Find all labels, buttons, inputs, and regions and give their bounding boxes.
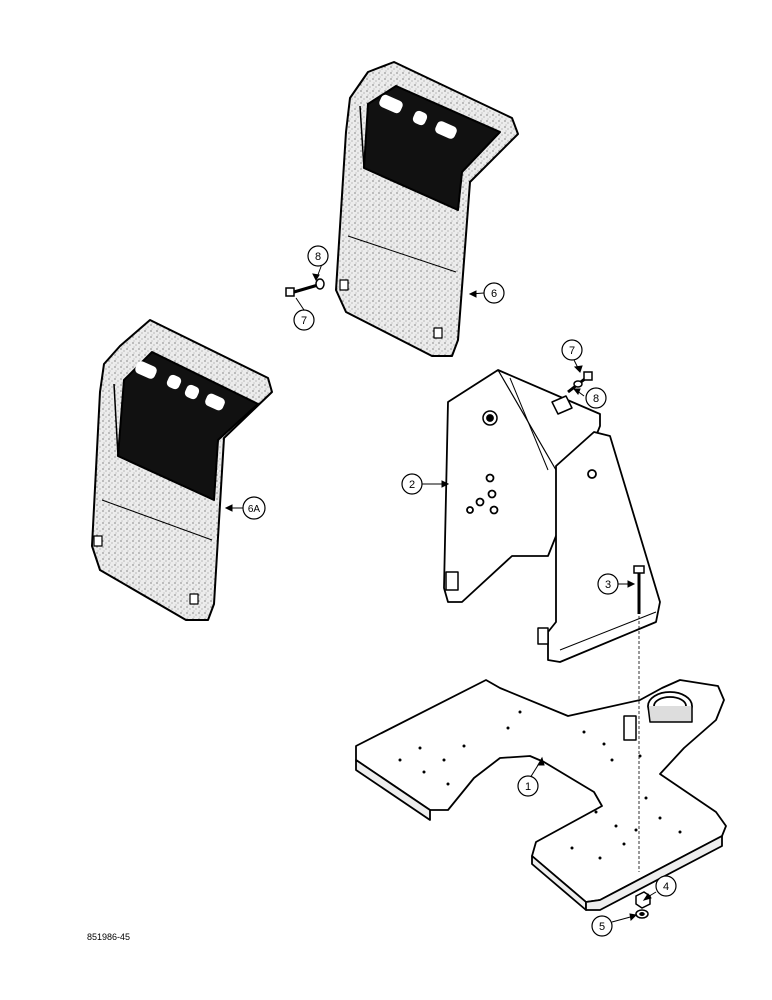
washer-5 xyxy=(635,909,649,919)
callout-8-lower-label: 8 xyxy=(593,393,599,405)
callout-7-upper: 7 xyxy=(293,309,315,331)
floor-plate-1 xyxy=(355,679,727,911)
bolt-7-upper xyxy=(285,283,319,297)
callout-4-label: 4 xyxy=(663,881,669,893)
floor-mat-6a xyxy=(91,319,273,621)
callout-5-label: 5 xyxy=(599,921,605,933)
callout-4: 4 xyxy=(655,875,677,897)
callout-8-lower: 8 xyxy=(585,387,607,409)
callout-8-upper-label: 8 xyxy=(315,251,321,263)
callout-8-upper: 8 xyxy=(307,245,329,267)
callout-1: 1 xyxy=(517,775,539,797)
callout-7-lower-label: 7 xyxy=(569,345,575,357)
callout-3: 3 xyxy=(597,573,619,595)
pedal-bracket-2 xyxy=(443,369,661,663)
bolt-3 xyxy=(633,565,645,872)
callout-6: 6 xyxy=(483,282,505,304)
callout-6a-label: 6A xyxy=(248,504,261,515)
washer-8-lower xyxy=(573,380,583,388)
figure-number: 851986-45 xyxy=(87,932,131,942)
callout-2-label: 2 xyxy=(409,479,415,491)
callout-1-label: 1 xyxy=(525,781,531,793)
washer-8-upper xyxy=(315,278,325,290)
callout-2: 2 xyxy=(401,473,423,495)
floor-mat-6 xyxy=(335,61,519,357)
callout-3-label: 3 xyxy=(605,579,611,591)
callout-6-label: 6 xyxy=(491,288,497,300)
callout-7-lower: 7 xyxy=(561,339,583,361)
callout-7-upper-label: 7 xyxy=(301,315,307,327)
callout-6a: 6A xyxy=(242,496,266,520)
callout-5: 5 xyxy=(591,915,613,937)
